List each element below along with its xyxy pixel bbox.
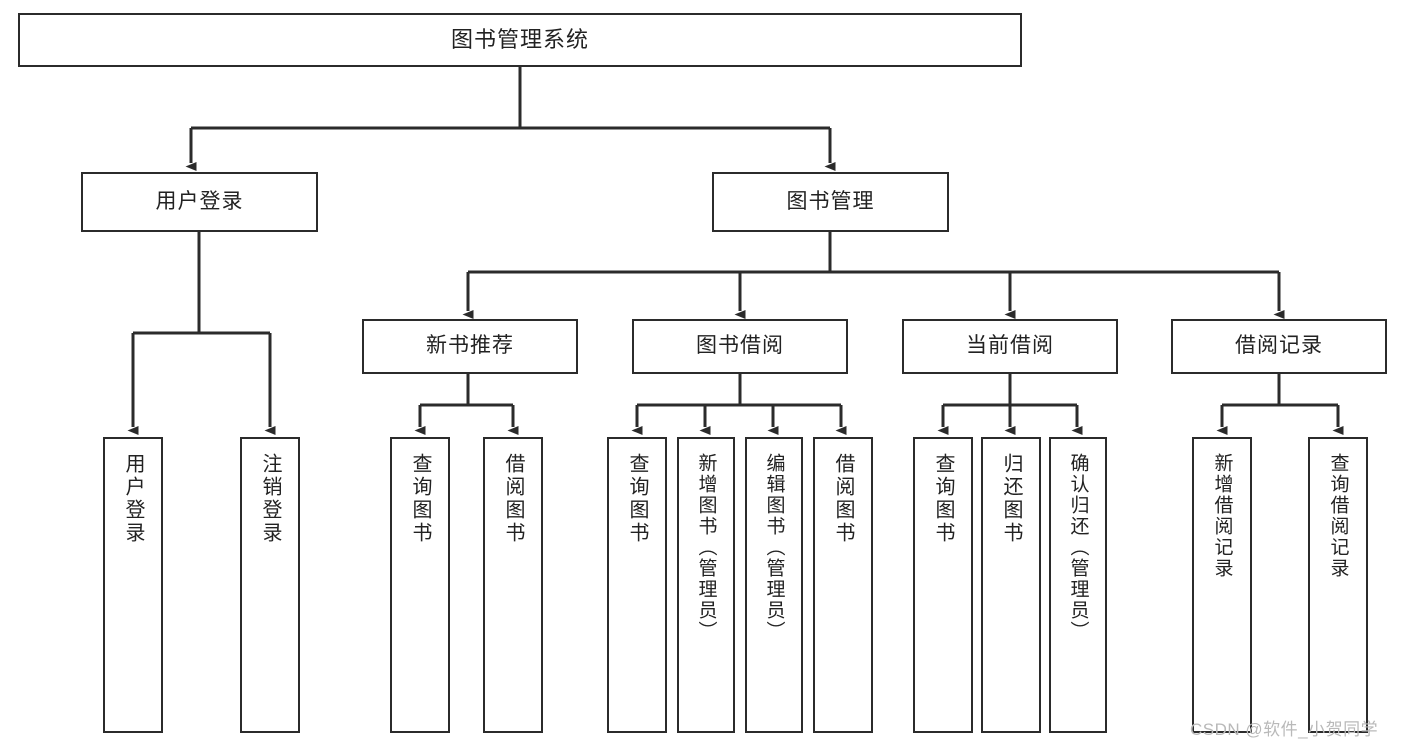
- node-leaf-add-book[interactable]: 新增图书（管理员）: [677, 437, 735, 733]
- node-book-manage[interactable]: 图书管理: [712, 172, 949, 232]
- node-leaf-borrow-book-1[interactable]: 借阅图书: [483, 437, 543, 733]
- node-leaf-confirm-return-label: 确认归还（管理员）: [1067, 453, 1089, 642]
- node-leaf-add-book-label: 新增图书（管理员）: [695, 453, 717, 642]
- node-new-book-recommend-label: 新书推荐: [426, 334, 514, 358]
- node-book-manage-label: 图书管理: [786, 189, 875, 213]
- node-leaf-user-login[interactable]: 用户登录: [103, 437, 163, 733]
- node-leaf-query-book-3[interactable]: 查询图书: [913, 437, 973, 733]
- node-borrow-record[interactable]: 借阅记录: [1171, 319, 1387, 374]
- node-leaf-query-book-2-label: 查询图书: [626, 453, 648, 545]
- csdn-watermark: CSDN @软件_小贺同学: [1190, 720, 1379, 739]
- node-leaf-query-record[interactable]: 查询借阅记录: [1308, 437, 1368, 733]
- node-leaf-edit-book-label: 编辑图书（管理员）: [763, 453, 785, 642]
- node-leaf-query-book-3-label: 查询图书: [932, 453, 954, 545]
- node-current-borrow[interactable]: 当前借阅: [902, 319, 1118, 374]
- node-leaf-borrow-book-1-label: 借阅图书: [502, 453, 524, 545]
- node-borrow-record-label: 借阅记录: [1235, 334, 1323, 358]
- node-leaf-user-logout-label: 注销登录: [259, 453, 281, 545]
- node-leaf-borrow-book-2-label: 借阅图书: [832, 453, 854, 545]
- node-leaf-edit-book[interactable]: 编辑图书（管理员）: [745, 437, 803, 733]
- node-leaf-user-login-label: 用户登录: [122, 453, 144, 545]
- node-leaf-add-record-label: 新增借阅记录: [1211, 453, 1233, 579]
- node-leaf-query-record-label: 查询借阅记录: [1327, 453, 1349, 579]
- node-leaf-return-book-label: 归还图书: [1000, 453, 1022, 545]
- node-root[interactable]: 图书管理系统: [18, 13, 1022, 67]
- node-leaf-query-book-1[interactable]: 查询图书: [390, 437, 450, 733]
- node-user-login[interactable]: 用户登录: [81, 172, 318, 232]
- node-leaf-add-record[interactable]: 新增借阅记录: [1192, 437, 1252, 733]
- node-leaf-borrow-book-2[interactable]: 借阅图书: [813, 437, 873, 733]
- node-leaf-user-logout[interactable]: 注销登录: [240, 437, 300, 733]
- node-leaf-query-book-2[interactable]: 查询图书: [607, 437, 667, 733]
- node-book-borrow-label: 图书借阅: [696, 334, 784, 358]
- node-leaf-return-book[interactable]: 归还图书: [981, 437, 1041, 733]
- node-root-label: 图书管理系统: [450, 27, 589, 53]
- node-new-book-recommend[interactable]: 新书推荐: [362, 319, 578, 374]
- node-book-borrow[interactable]: 图书借阅: [632, 319, 848, 374]
- node-leaf-query-book-1-label: 查询图书: [409, 453, 431, 545]
- node-leaf-confirm-return[interactable]: 确认归还（管理员）: [1049, 437, 1107, 733]
- node-user-login-label: 用户登录: [155, 189, 244, 213]
- node-current-borrow-label: 当前借阅: [966, 334, 1054, 358]
